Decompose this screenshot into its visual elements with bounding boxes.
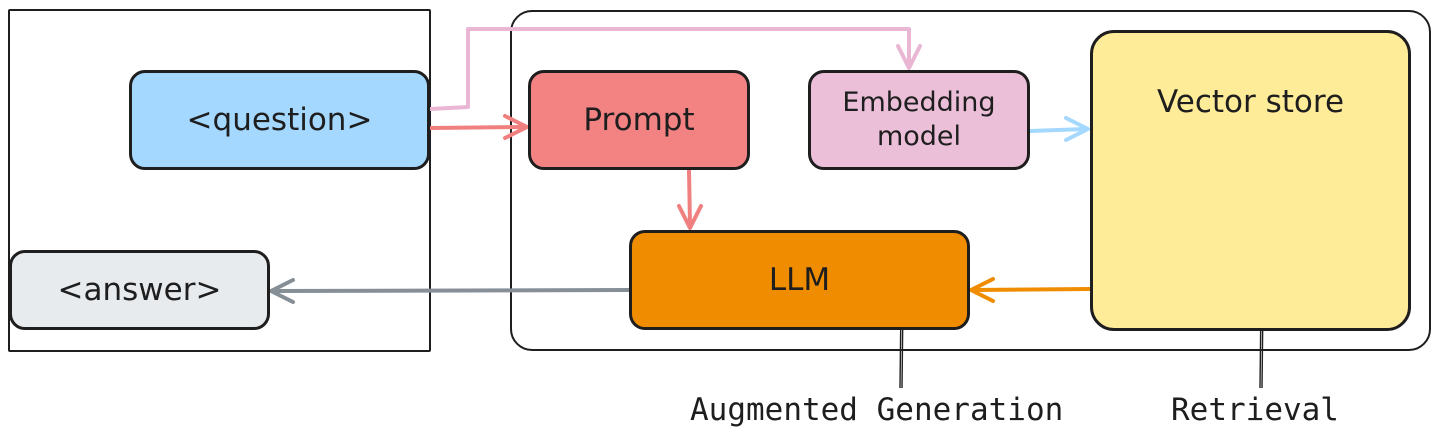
augmented-generation-caption: Augmented Generation [690,392,1064,428]
embedding-model-node: Embedding model [808,70,1030,170]
arrow-store-to-llm [969,277,1092,303]
question-node: <question> [129,70,430,170]
arrow-question-to-prompt [428,114,529,140]
answer-node: <answer> [9,250,270,330]
prompt-node: Prompt [528,70,750,170]
arrow-embedding-to-store [1028,116,1090,142]
arrow-question-to-embedding [428,27,922,111]
retrieval-caption: Retrieval [1171,392,1339,428]
llm-node: LLM [629,230,970,330]
vector-store-title: Vector store [1156,84,1345,120]
vector-store-node: Vector store [1090,30,1411,331]
rag-pipeline-frame [510,10,1431,351]
application-frame [8,9,431,352]
arrow-llm-to-answer [269,278,631,304]
arrow-prompt-to-llm [677,168,703,230]
